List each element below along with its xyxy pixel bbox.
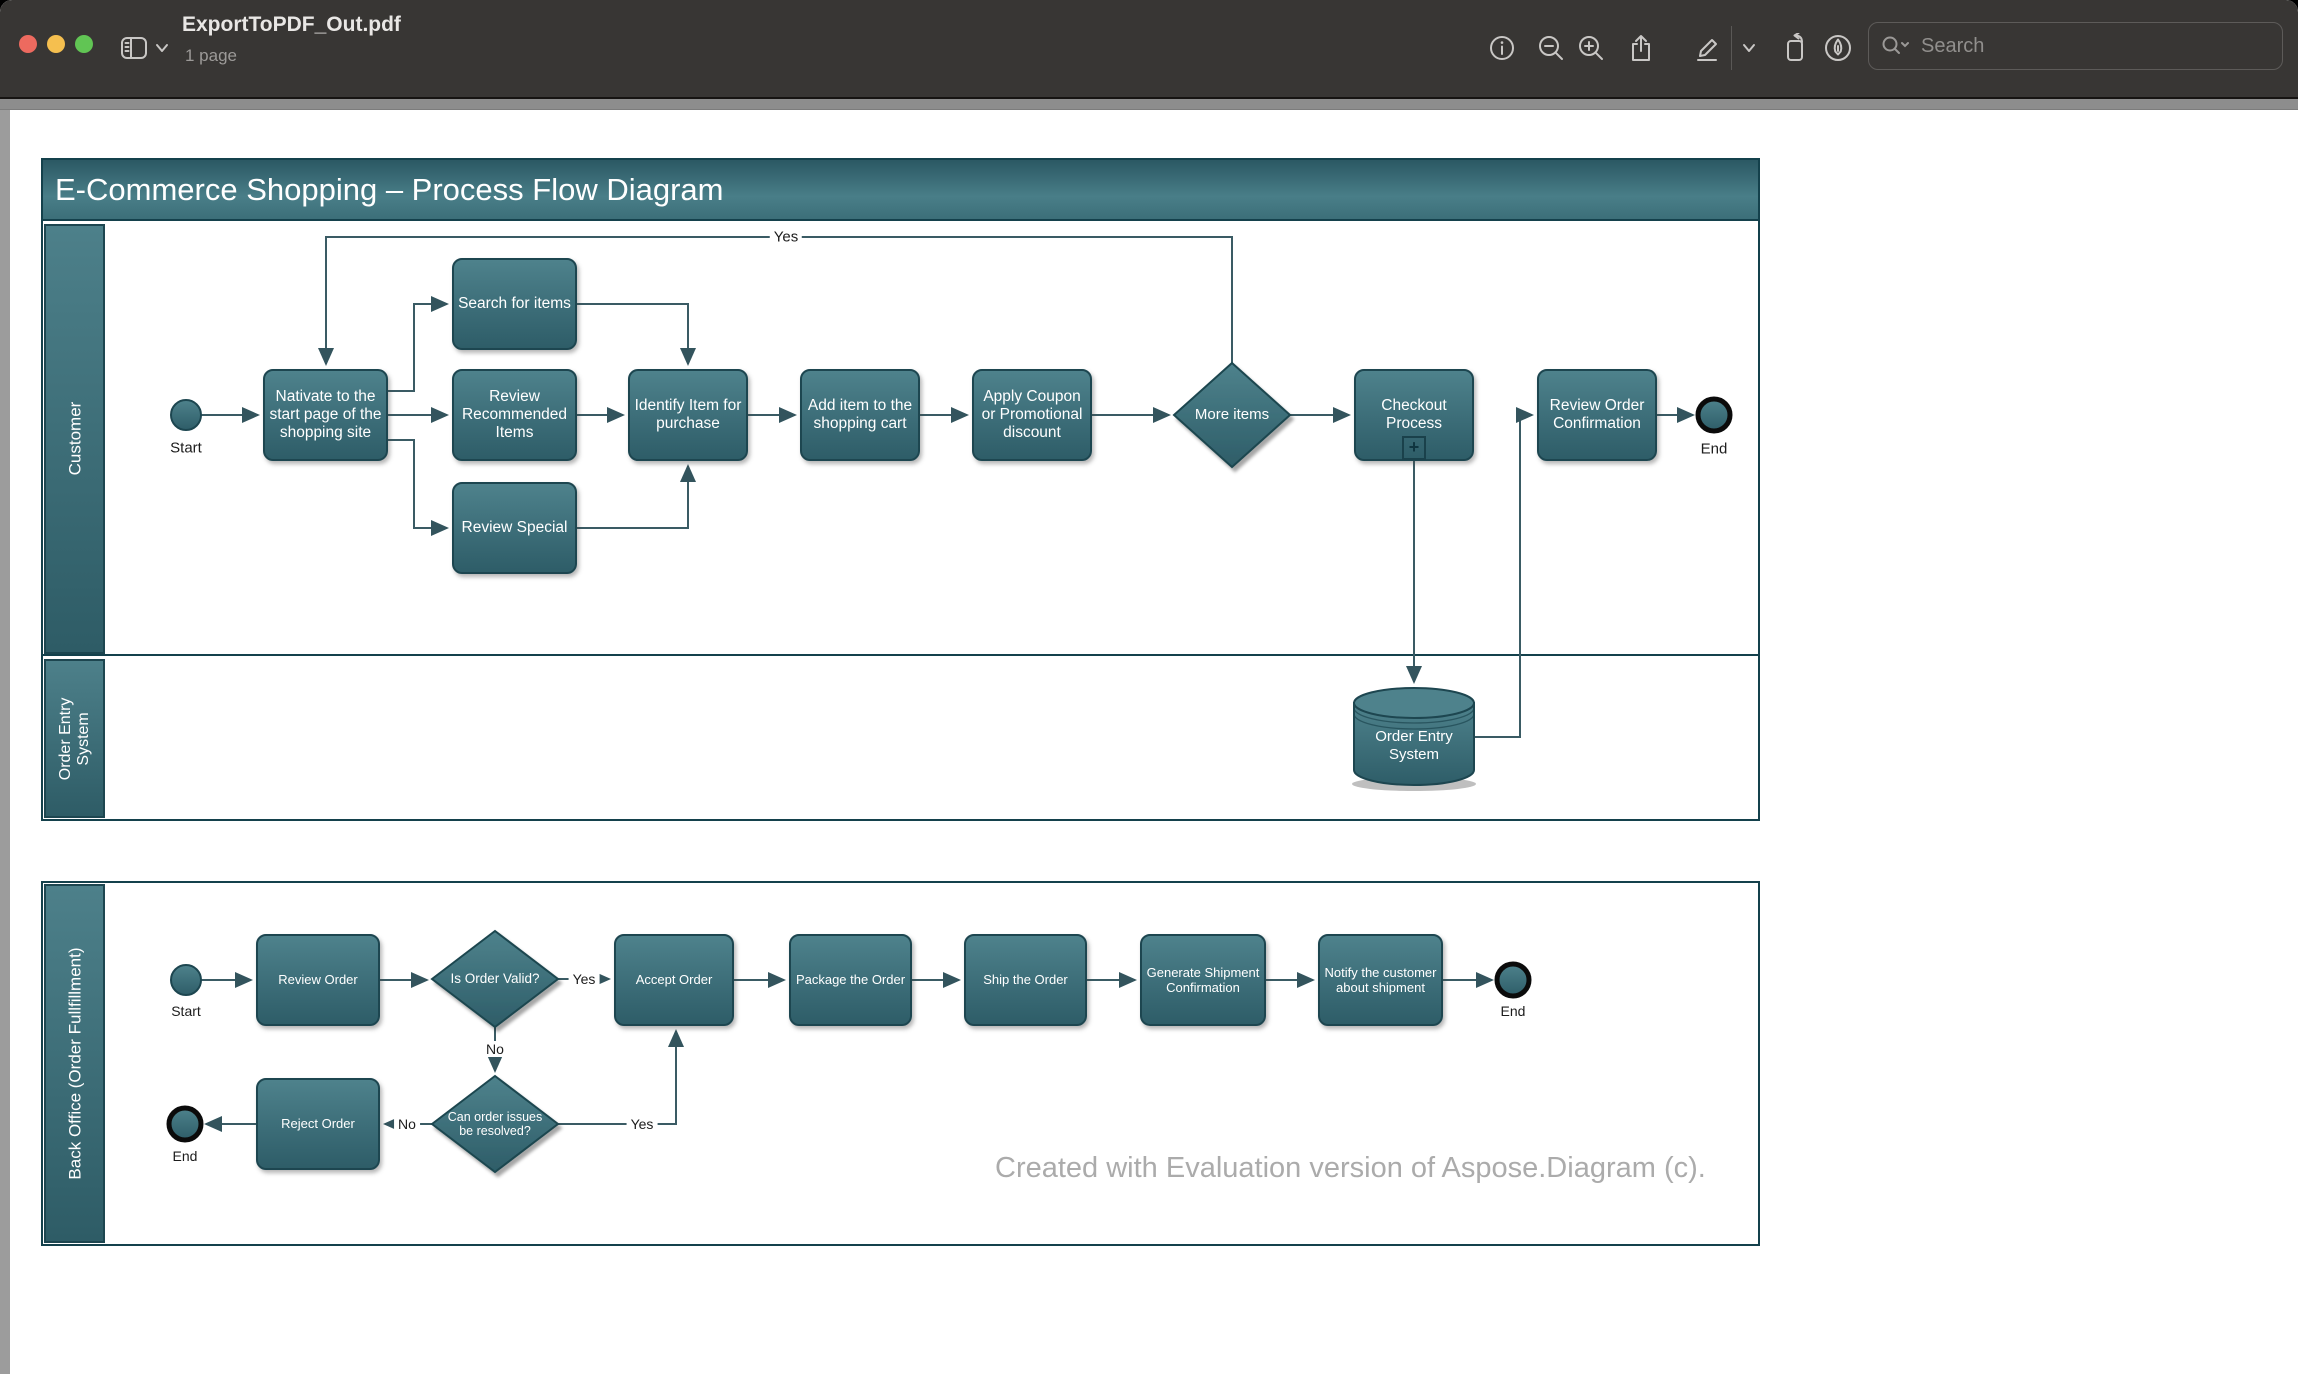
toolbar-page-gap	[0, 99, 2298, 110]
rotate-icon[interactable]	[1779, 29, 1811, 67]
sidebar-toggle-icon[interactable]	[118, 29, 150, 67]
gateway-is-order-valid-label: Is Order Valid?	[450, 971, 540, 987]
lane-label-order-entry-system: Order Entry System	[44, 659, 105, 818]
window-title: ExportToPDF_Out.pdf	[182, 13, 401, 36]
end-label-back-office: End	[1500, 1003, 1526, 1019]
share-icon[interactable]	[1625, 29, 1657, 67]
zoom-in-icon[interactable]	[1575, 29, 1607, 67]
diagram-title: E-Commerce Shopping – Process Flow Diagr…	[41, 158, 1760, 221]
flow-label-valid-yes: Yes	[568, 971, 600, 987]
task-review-special: Review Special	[452, 482, 577, 574]
task-accept-order: Accept Order	[614, 934, 734, 1026]
task-add-item: Add item to the shopping cart	[800, 369, 920, 461]
task-package-order: Package the Order	[789, 934, 912, 1026]
zoom-out-icon[interactable]	[1535, 29, 1567, 67]
sidebar-chevron-icon[interactable]	[152, 29, 172, 67]
markup-pen-icon[interactable]	[1691, 29, 1723, 67]
datastore-label: Order Entry System	[1375, 728, 1453, 763]
task-navigate: Nativate to the start page of the shoppi…	[263, 369, 388, 461]
end-label-customer: End	[1700, 440, 1728, 458]
window-titlebar: ExportToPDF_Out.pdf 1 page	[0, 0, 2298, 99]
subprocess-plus-marker: +	[1402, 436, 1426, 460]
gateway-can-order-issues-label: Can order issues be resolved?	[447, 1109, 543, 1138]
task-review-order-confirmation: Review Order Confirmation	[1537, 369, 1657, 461]
flow-label-yes-feedback: Yes	[769, 228, 803, 246]
lane-divider	[43, 654, 1758, 656]
markup-chevron-icon[interactable]	[1738, 29, 1760, 67]
task-reject-order: Reject Order	[256, 1078, 380, 1170]
task-review-recommended: Review Recommended Items	[452, 369, 577, 461]
task-ship-order: Ship the Order	[964, 934, 1087, 1026]
search-field[interactable]	[1868, 22, 2283, 70]
zoom-button[interactable]	[75, 35, 93, 53]
minimize-button[interactable]	[47, 35, 65, 53]
task-generate-shipment: Generate Shipment Confirmation	[1140, 934, 1266, 1026]
pen-nib-icon[interactable]	[1822, 29, 1854, 67]
toolbar-divider	[1731, 26, 1732, 70]
end-label-reject: End	[172, 1148, 198, 1164]
pool-customer	[41, 158, 1760, 821]
page-left-margin	[0, 110, 10, 1374]
task-review-order: Review Order	[256, 934, 380, 1026]
start-label-customer: Start	[170, 439, 202, 457]
flow-label-valid-no: No	[482, 1041, 508, 1057]
lane-label-back-office: Back Office (Order Fullfillment)	[44, 884, 105, 1243]
search-icon	[1882, 36, 1909, 54]
page-count: 1 page	[185, 46, 237, 65]
task-identify-item: Identify Item for purchase	[628, 369, 748, 461]
start-label-back-office: Start	[171, 1003, 201, 1019]
lane-label-customer: Customer	[44, 224, 105, 654]
gateway-more-items-label: More items	[1194, 406, 1270, 424]
search-input[interactable]	[1919, 33, 2223, 59]
task-checkout-process: Checkout Process	[1354, 369, 1474, 461]
flow-label-resolve-yes: Yes	[626, 1116, 658, 1132]
flow-label-resolve-no: No	[394, 1116, 420, 1132]
task-notify-customer: Notify the customer about shipment	[1318, 934, 1443, 1026]
task-search-for-items: Search for items	[452, 258, 577, 350]
close-button[interactable]	[19, 35, 37, 53]
evaluation-watermark: Created with Evaluation version of Aspos…	[995, 1152, 1706, 1184]
task-apply-coupon: Apply Coupon or Promotional discount	[972, 369, 1092, 461]
info-icon[interactable]	[1486, 29, 1518, 67]
